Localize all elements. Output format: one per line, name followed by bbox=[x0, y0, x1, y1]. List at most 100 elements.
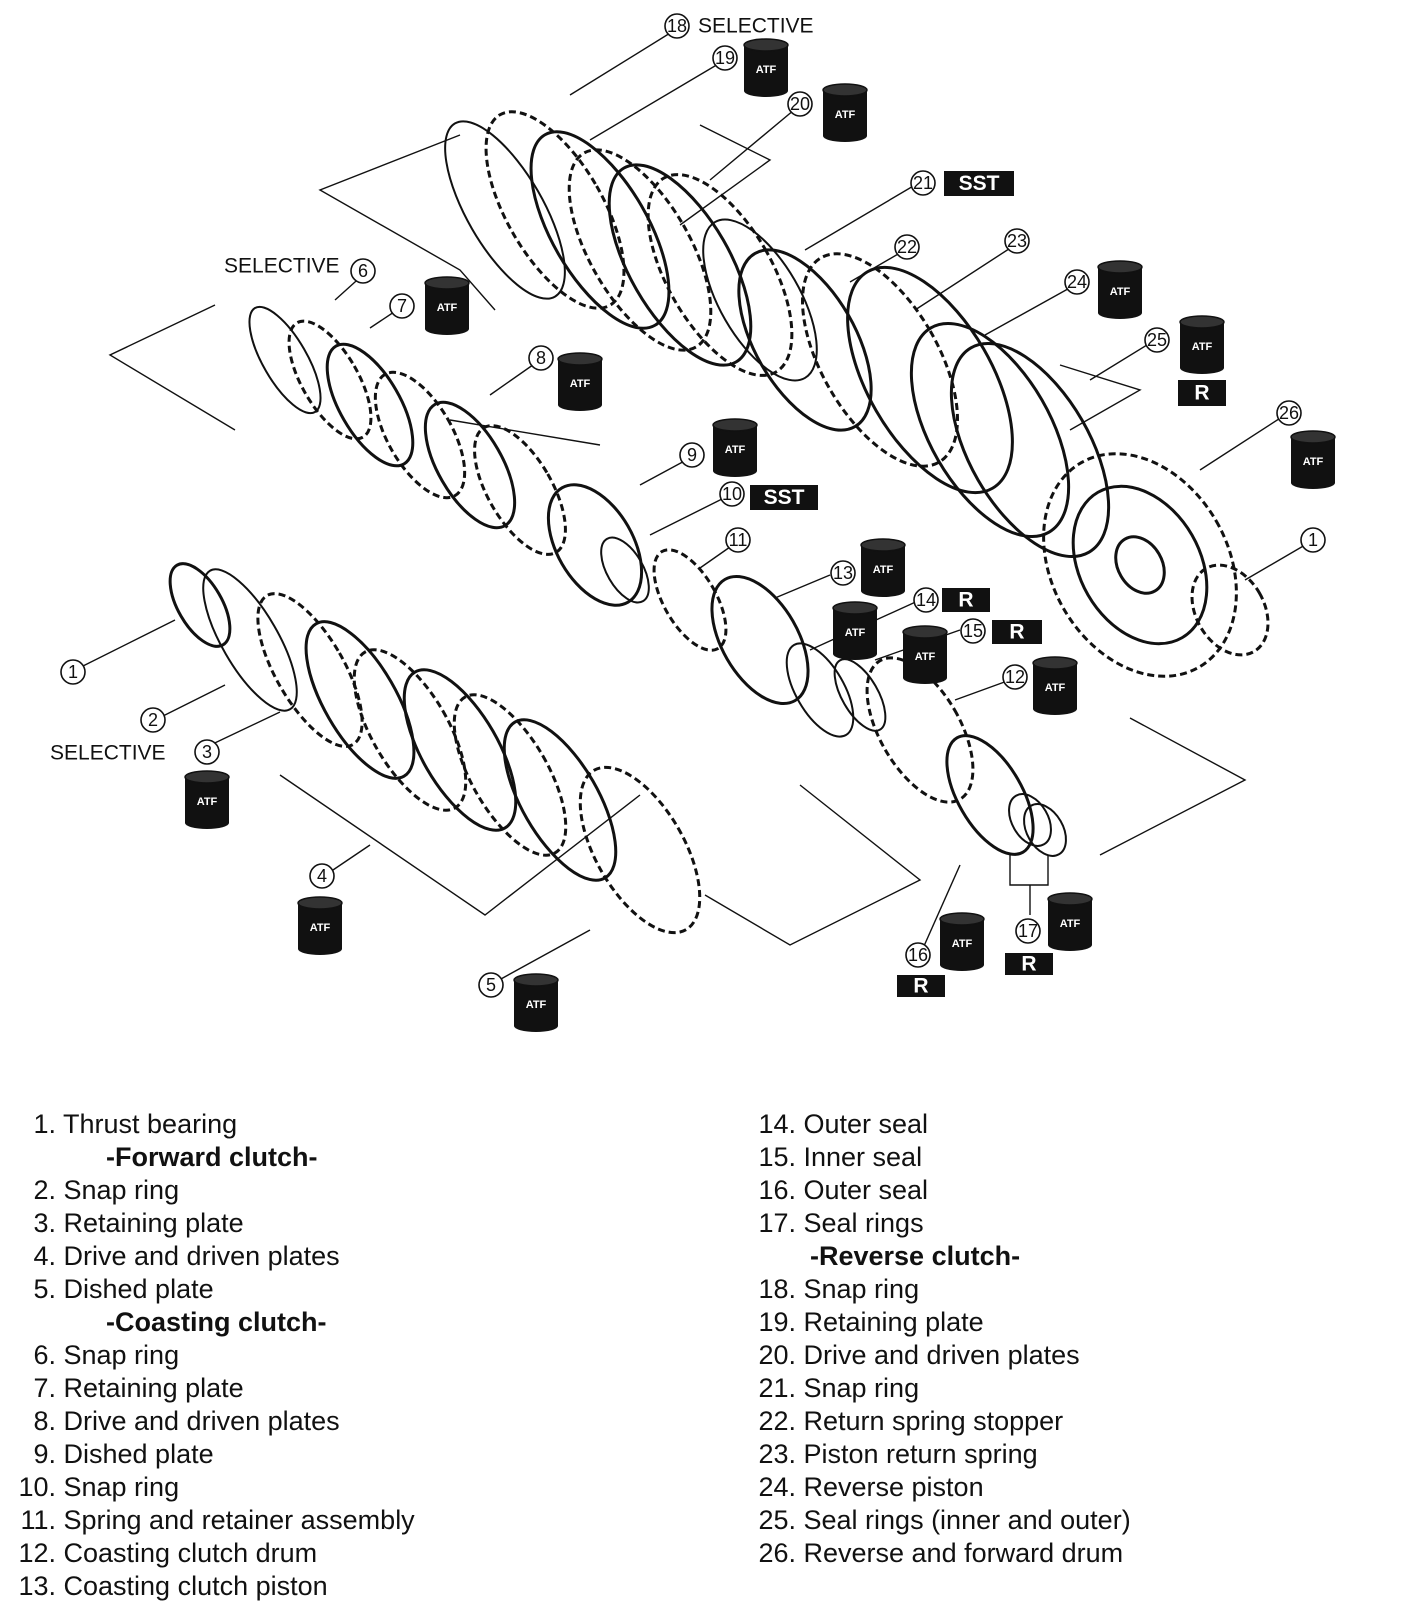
legend-item-text: Seal rings bbox=[796, 1208, 924, 1238]
legend-item: 8. Drive and driven plates bbox=[0, 1405, 700, 1438]
callout-24: 24 bbox=[1064, 269, 1090, 295]
svg-text:20: 20 bbox=[790, 94, 810, 114]
leader-line bbox=[984, 284, 1076, 336]
plate-4c bbox=[402, 668, 518, 832]
atf-icon: ATF bbox=[1290, 430, 1336, 489]
leader-line bbox=[1009, 855, 1049, 886]
legend-item: 1. Thrust bearing bbox=[0, 1108, 700, 1141]
return-spring-stopper-22 bbox=[737, 248, 873, 432]
legend-item: 16. Outer seal bbox=[740, 1174, 1400, 1207]
atf-icon: ATF bbox=[513, 973, 559, 1032]
dished-plate-9 bbox=[546, 483, 644, 607]
legend-item-text: Dished plate bbox=[56, 1274, 214, 1304]
legend-item-text: Outer seal bbox=[796, 1175, 929, 1205]
legend-item-number: 23. bbox=[758, 1439, 796, 1469]
drum-26-hub bbox=[1114, 535, 1166, 595]
legend-item-number: 18. bbox=[758, 1274, 796, 1304]
plate-20a bbox=[529, 130, 671, 330]
leader-line bbox=[329, 844, 371, 873]
callout-25: 25 bbox=[1144, 327, 1170, 353]
leader-line bbox=[279, 774, 641, 916]
svg-text:R: R bbox=[958, 589, 973, 612]
legend-item-text: Reverse and forward drum bbox=[796, 1538, 1124, 1568]
leader-line bbox=[804, 184, 916, 251]
atf-icon: ATF bbox=[1179, 315, 1225, 374]
legend-item-number: 20. bbox=[758, 1340, 796, 1370]
legend-item-number: 21. bbox=[758, 1373, 796, 1403]
atf-icon: ATF bbox=[822, 83, 868, 142]
piston-return-spring-23 bbox=[801, 252, 959, 468]
legend-item-number: 8. bbox=[33, 1406, 56, 1436]
sst-badge: SST bbox=[944, 171, 1014, 196]
callout-5: 5 bbox=[478, 972, 504, 998]
legend-item-number: 4. bbox=[33, 1241, 56, 1271]
legend-item: 11. Spring and retainer assembly bbox=[0, 1504, 700, 1537]
legend-item: 14. Outer seal bbox=[740, 1108, 1400, 1141]
legend-item-number: 26. bbox=[758, 1538, 796, 1568]
retaining-plate-7 bbox=[287, 319, 373, 441]
legend-item: 23. Piston return spring bbox=[740, 1438, 1400, 1471]
selective-label: SELECTIVE bbox=[50, 742, 166, 765]
legend-item: 10. Snap ring bbox=[0, 1471, 700, 1504]
legend-item-text: Inner seal bbox=[796, 1142, 923, 1172]
callout-16: 16 bbox=[905, 942, 931, 968]
legend-item-number: 15. bbox=[758, 1142, 796, 1172]
legend-item-number: 5. bbox=[33, 1274, 56, 1304]
legend-item: 24. Reverse piston bbox=[740, 1471, 1400, 1504]
callout-1: 1 bbox=[60, 659, 86, 685]
callout-4: 4 bbox=[309, 863, 335, 889]
leader-line bbox=[589, 59, 726, 141]
svg-text:13: 13 bbox=[833, 563, 853, 583]
svg-text:R: R bbox=[913, 975, 928, 998]
legend-item: 20. Drive and driven plates bbox=[740, 1339, 1400, 1372]
r-badge: R bbox=[1178, 380, 1226, 406]
sst-badge: SST bbox=[750, 485, 818, 510]
callout-6: 6 bbox=[350, 258, 376, 284]
svg-text:SST: SST bbox=[959, 172, 1000, 195]
legend-item-text: Coasting clutch piston bbox=[56, 1571, 328, 1601]
svg-text:24: 24 bbox=[1067, 272, 1087, 292]
callout-1: 1 bbox=[1300, 527, 1326, 553]
seal-ring-17a bbox=[1008, 793, 1052, 847]
legend-item-number: 16. bbox=[758, 1175, 796, 1205]
leader-line bbox=[914, 244, 1016, 311]
svg-text:3: 3 bbox=[202, 742, 212, 762]
legend-item-text: Retaining plate bbox=[56, 1373, 244, 1403]
leader-line bbox=[774, 574, 831, 599]
legend-item: 17. Seal rings bbox=[740, 1207, 1400, 1240]
callout-2: 2 bbox=[140, 707, 166, 733]
atf-icon: ATF bbox=[557, 352, 603, 411]
leader-line bbox=[849, 249, 906, 283]
thrust-bearing-1-right bbox=[1190, 563, 1270, 657]
svg-text:2: 2 bbox=[148, 710, 158, 730]
legend-item-text: Spring and retainer assembly bbox=[56, 1505, 415, 1535]
svg-text:14: 14 bbox=[916, 590, 936, 610]
plate-4a bbox=[304, 620, 416, 780]
legend-item-text: Thrust bearing bbox=[56, 1109, 238, 1139]
atf-icon: ATF bbox=[1032, 656, 1078, 715]
seal-ring-25a bbox=[909, 321, 1071, 539]
svg-text:ATF: ATF bbox=[1045, 682, 1066, 694]
legend-item-number: 22. bbox=[758, 1406, 796, 1436]
legend-item-text: Snap ring bbox=[796, 1373, 920, 1403]
leader-line bbox=[108, 304, 236, 431]
legend-item: 25. Seal rings (inner and outer) bbox=[740, 1504, 1400, 1537]
legend-item-text: Piston return spring bbox=[796, 1439, 1038, 1469]
svg-text:ATF: ATF bbox=[437, 302, 458, 314]
leader-line bbox=[154, 684, 226, 721]
leader-line bbox=[1199, 414, 1286, 471]
legend-section-heading: -Coasting clutch- bbox=[106, 1307, 327, 1337]
svg-text:R: R bbox=[1021, 953, 1036, 976]
callout-18: 18 bbox=[664, 13, 690, 39]
atf-icon: ATF bbox=[902, 625, 948, 684]
svg-text:ATF: ATF bbox=[1060, 918, 1081, 930]
svg-text:8: 8 bbox=[536, 348, 546, 368]
callout-7: 7 bbox=[389, 293, 415, 319]
atf-icon: ATF bbox=[184, 770, 230, 829]
legend-item: 9. Dished plate bbox=[0, 1438, 700, 1471]
svg-text:ATF: ATF bbox=[845, 627, 866, 639]
svg-text:18: 18 bbox=[667, 16, 687, 36]
leader-lines bbox=[74, 29, 1306, 986]
svg-text:ATF: ATF bbox=[570, 378, 591, 390]
